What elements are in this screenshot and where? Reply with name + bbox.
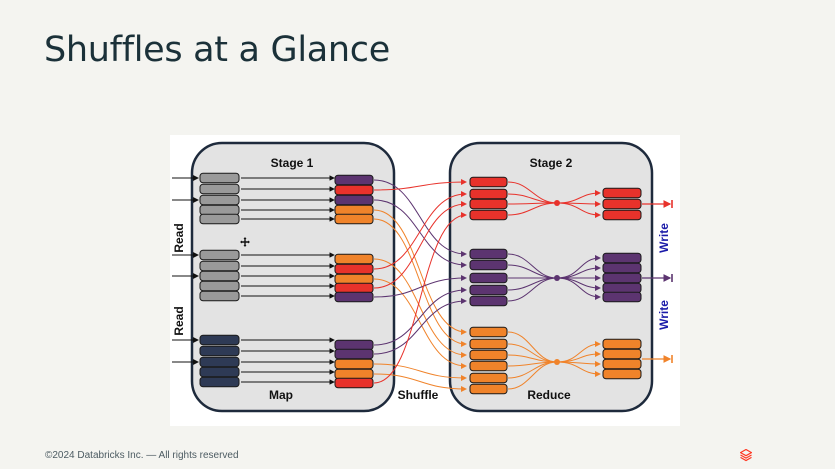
reduce-output-block: [602, 338, 642, 350]
input-partition-block: [199, 204, 240, 216]
reduce-input-block: [469, 248, 508, 260]
stage1-label: Stage 1: [271, 156, 314, 170]
map-output-block: [334, 263, 374, 275]
map-output-block: [334, 377, 374, 389]
reduce-input-block: [469, 360, 508, 372]
map-output-block: [334, 174, 374, 186]
read-label-top: Read: [172, 223, 186, 252]
input-partition-block: [199, 280, 240, 292]
stage2-label: Stage 2: [530, 156, 573, 170]
reduce-input-block: [469, 209, 508, 221]
input-partition-block: [199, 260, 240, 272]
reduce-input-block: [469, 272, 508, 284]
shuffle-curve: [373, 179, 467, 257]
shuffle-curve: [373, 278, 467, 369]
reduce-input-block: [469, 284, 508, 296]
reduce-input-block: [469, 176, 508, 188]
databricks-logo-icon: [740, 449, 752, 462]
merge-node: [554, 200, 560, 206]
reduce-input-block: [469, 295, 508, 307]
map-output-block: [334, 204, 374, 216]
input-partition-block: [199, 194, 240, 206]
map-output-block: [334, 339, 374, 351]
shuffle-curve: [373, 179, 467, 191]
input-partition-block: [199, 249, 240, 261]
reduce-output-curve: [556, 202, 601, 218]
merge-curve: [507, 202, 558, 216]
reduce-output-block: [602, 252, 642, 264]
read-label-bottom: Read: [172, 306, 186, 335]
shuffle-curve: [373, 373, 467, 392]
reduce-output-block: [602, 348, 642, 360]
map-output-block: [334, 348, 374, 360]
input-partition-block: [199, 213, 240, 225]
reduce-output-block: [602, 187, 642, 199]
write-label-top: Write: [657, 223, 671, 253]
reduce-output-block: [602, 198, 642, 210]
shuffle-curve: [373, 201, 467, 289]
reduce-output-block: [602, 291, 642, 303]
input-partition-block: [199, 376, 240, 388]
reduce-input-block: [469, 326, 508, 338]
shuffle-curve: [373, 363, 467, 381]
slide-title: Shuffles at a Glance: [44, 30, 390, 70]
map-output-block: [334, 194, 374, 206]
reduce-input-block: [469, 349, 508, 361]
input-partition-block: [199, 345, 240, 357]
shuffle-curve: [373, 258, 467, 358]
reduce-input-block: [469, 372, 508, 384]
map-output-block: [334, 253, 374, 265]
move-cursor-icon: [240, 237, 250, 247]
reduce-input-block: [469, 198, 508, 210]
shuffle-curve: [373, 298, 467, 355]
reduce-output-block: [602, 358, 642, 370]
shuffle-curve: [373, 287, 467, 346]
map-output-block: [334, 358, 374, 370]
shuffle-curve: [373, 199, 467, 268]
reduce-label: Reduce: [527, 388, 571, 402]
reduce-output-block: [602, 262, 642, 274]
map-output-block: [334, 213, 374, 225]
reduce-input-block: [469, 188, 508, 200]
reduce-output-block: [602, 282, 642, 294]
map-output-block: [334, 368, 374, 380]
map-label: Map: [269, 388, 293, 402]
map-output-block: [334, 282, 374, 294]
reduce-output-block: [602, 368, 642, 380]
shuffle-diagram: Stage 1 Stage 2 Map Shuffle Reduce Read …: [170, 135, 680, 426]
input-partition-block: [199, 172, 240, 184]
reduce-input-block: [469, 259, 508, 271]
write-label-bottom: Write: [657, 300, 671, 330]
merge-curve: [507, 277, 558, 302]
map-output-block: [334, 291, 374, 303]
reduce-input-block: [469, 383, 508, 395]
shuffle-curve: [373, 218, 467, 347]
input-partition-block: [199, 270, 240, 282]
reduce-output-block: [602, 209, 642, 221]
reduce-input-block: [469, 338, 508, 350]
reduce-output-curve: [556, 277, 601, 300]
input-partition-block: [199, 183, 240, 195]
reduce-output-block: [602, 272, 642, 284]
map-output-block: [334, 273, 374, 285]
input-partition-block: [199, 356, 240, 368]
map-output-block: [334, 184, 374, 196]
merge-node: [554, 359, 560, 365]
input-partition-block: [199, 290, 240, 302]
shuffle-curve: [373, 191, 467, 270]
input-partition-block: [199, 334, 240, 346]
footer-copyright: ©2024 Databricks Inc. — All rights reser…: [45, 450, 239, 461]
shuffle-diagram-svg: Stage 1 Stage 2 Map Shuffle Reduce Read …: [172, 141, 673, 413]
merge-node: [554, 275, 560, 281]
shuffle-label: Shuffle: [398, 388, 439, 402]
input-partition-block: [199, 366, 240, 378]
shuffle-curve: [373, 275, 467, 298]
merge-curve: [507, 361, 558, 390]
reduce-output-curve: [556, 361, 601, 377]
shuffle-curve: [373, 212, 467, 384]
shuffle-curve: [373, 209, 467, 335]
